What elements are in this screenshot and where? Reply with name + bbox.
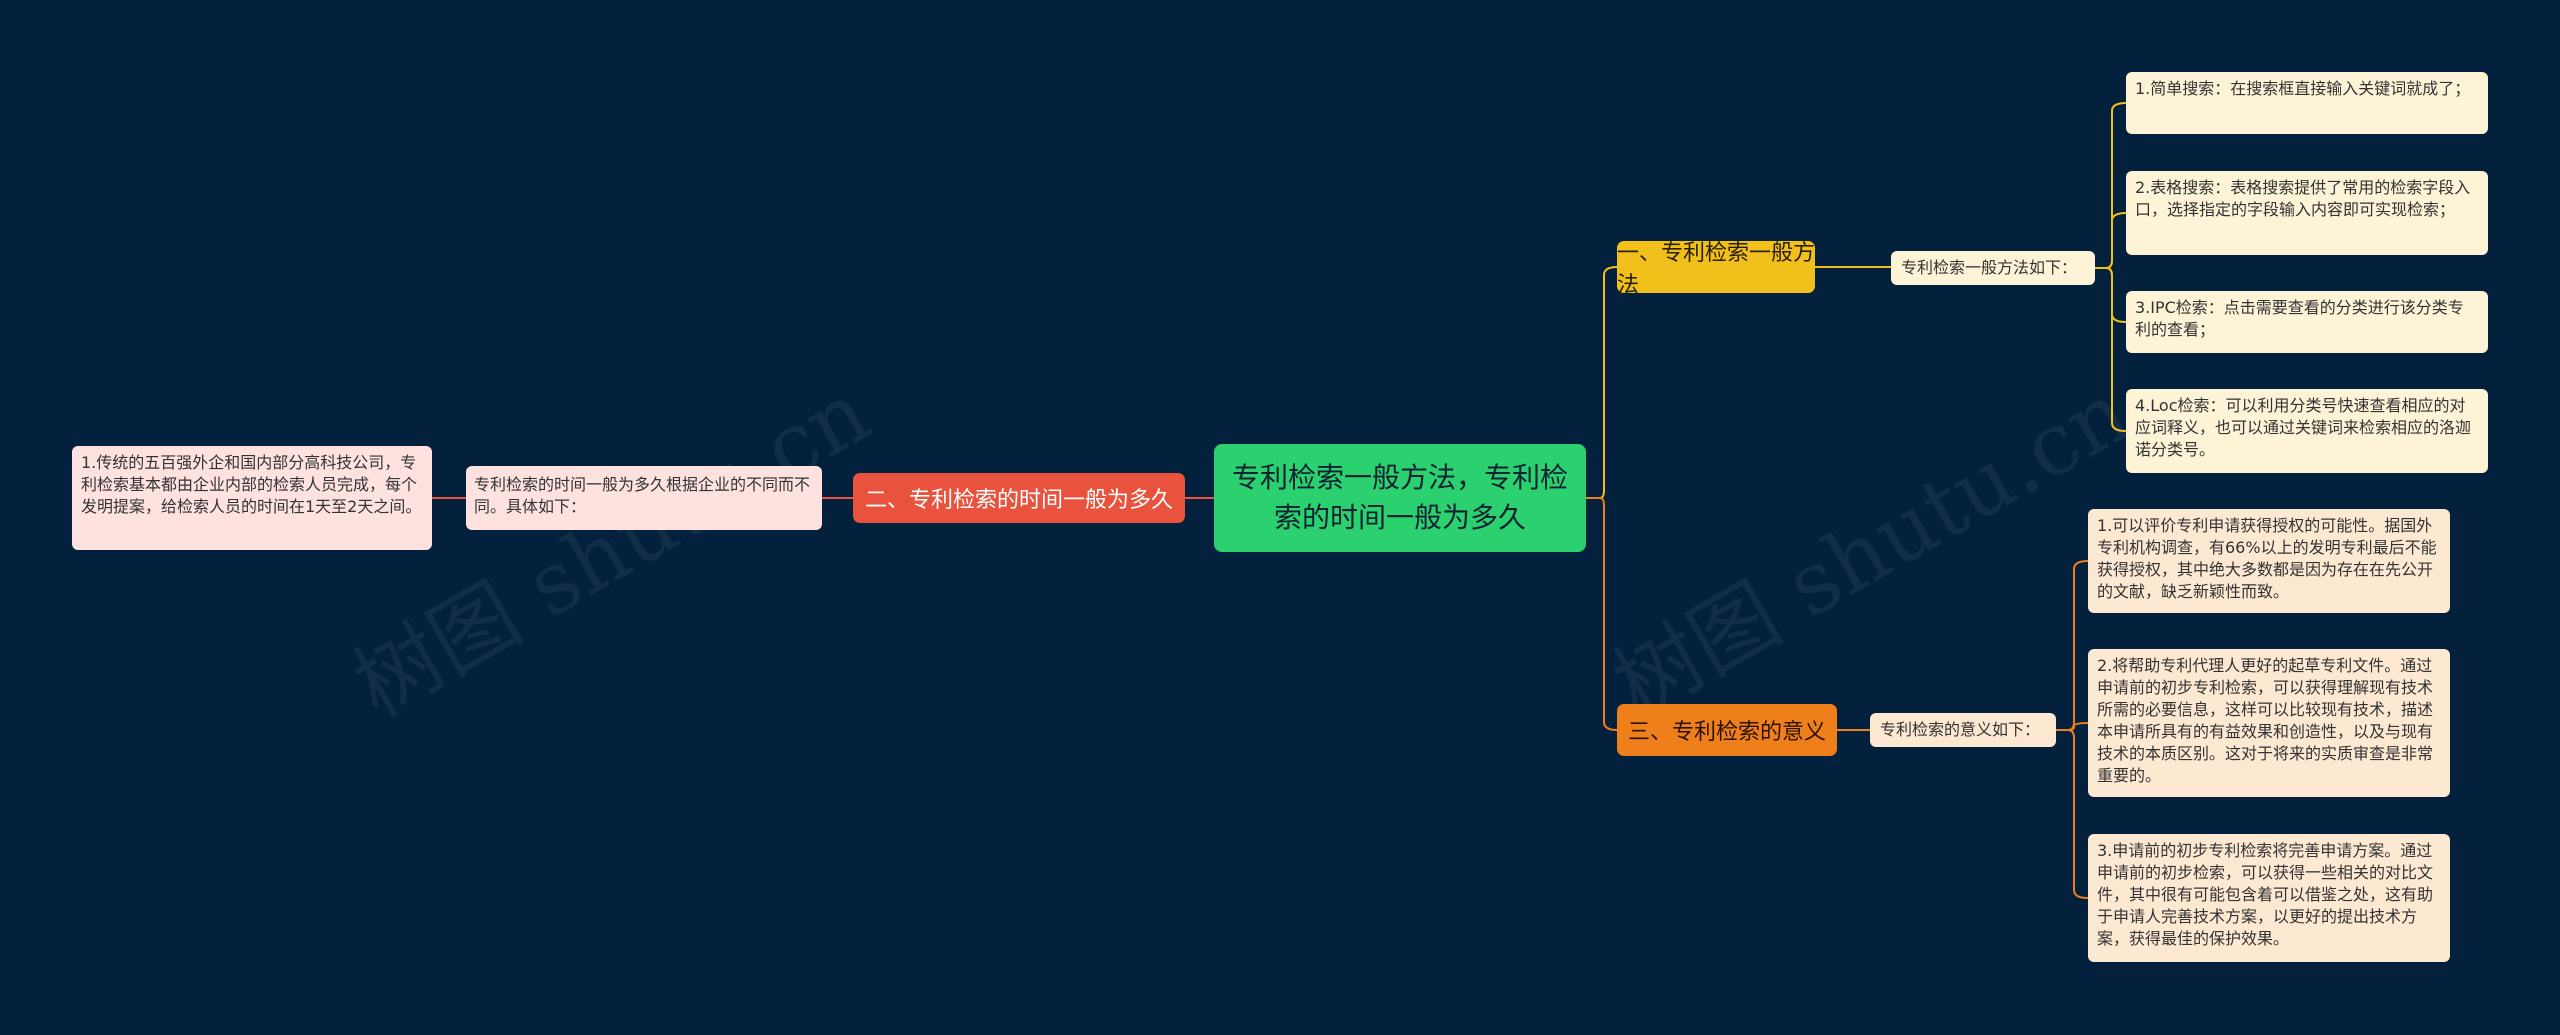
link-sub1-leaf2 <box>2095 212 2127 269</box>
link-sub3-leaf6 <box>2056 722 2089 731</box>
branch-patent-search-methods[interactable]: 一、专利检索一般方法 <box>1617 241 1816 298</box>
link-sub1-leaf3 <box>2095 267 2127 323</box>
sub-time-intro[interactable]: 专利检索的时间一般为多久根据企业的不同而不同。具体如下： <box>466 466 822 530</box>
leaf-simple-search[interactable]: 1.简单搜索：在搜索框直接输入关键词就成了； <box>2126 72 2488 134</box>
link-root-branch1 <box>1586 266 1618 499</box>
leaf-meaning-2[interactable]: 2.将帮助专利代理人更好的起草专利文件。通过申请前的初步专利检索，可以获得理解现… <box>2088 649 2450 797</box>
root-topic[interactable]: 专利检索一般方法，专利检索的时间一般为多久 <box>1214 444 1586 552</box>
link-sub1-leaf1 <box>2095 102 2127 269</box>
sub-meaning-intro[interactable]: 专利检索的意义如下： <box>1870 713 2056 747</box>
link-sub1-leaf4 <box>2095 267 2127 432</box>
link-sub3-leaf7 <box>2056 729 2089 899</box>
leaf-ipc-search[interactable]: 3.IPC检索：点击需要查看的分类进行该分类专利的查看； <box>2126 291 2488 353</box>
link-sub3-leaf5 <box>2056 560 2089 731</box>
sub-methods-intro[interactable]: 专利检索一般方法如下： <box>1891 251 2095 285</box>
leaf-loc-search[interactable]: 4.Loc检索：可以利用分类号快速查看相应的对应词释义，也可以通过关键词来检索相… <box>2126 389 2488 473</box>
link-root-branch3 <box>1586 497 1618 731</box>
branch-search-time[interactable]: 二、专利检索的时间一般为多久 <box>853 473 1185 523</box>
leaf-form-search[interactable]: 2.表格搜索：表格搜索提供了常用的检索字段入口，选择指定的字段输入内容即可实现检… <box>2126 171 2488 255</box>
leaf-time-1[interactable]: 1.传统的五百强外企和国内部分高科技公司，专利检索基本都由企业内部的检索人员完成… <box>72 446 432 550</box>
branch-search-meaning[interactable]: 三、专利检索的意义 <box>1617 704 1837 756</box>
leaf-meaning-1[interactable]: 1.可以评价专利申请获得授权的可能性。据国外专利机构调查，有66%以上的发明专利… <box>2088 509 2450 613</box>
leaf-meaning-3[interactable]: 3.申请前的初步专利检索将完善申请方案。通过申请前的初步检索，可以获得一些相关的… <box>2088 834 2450 962</box>
